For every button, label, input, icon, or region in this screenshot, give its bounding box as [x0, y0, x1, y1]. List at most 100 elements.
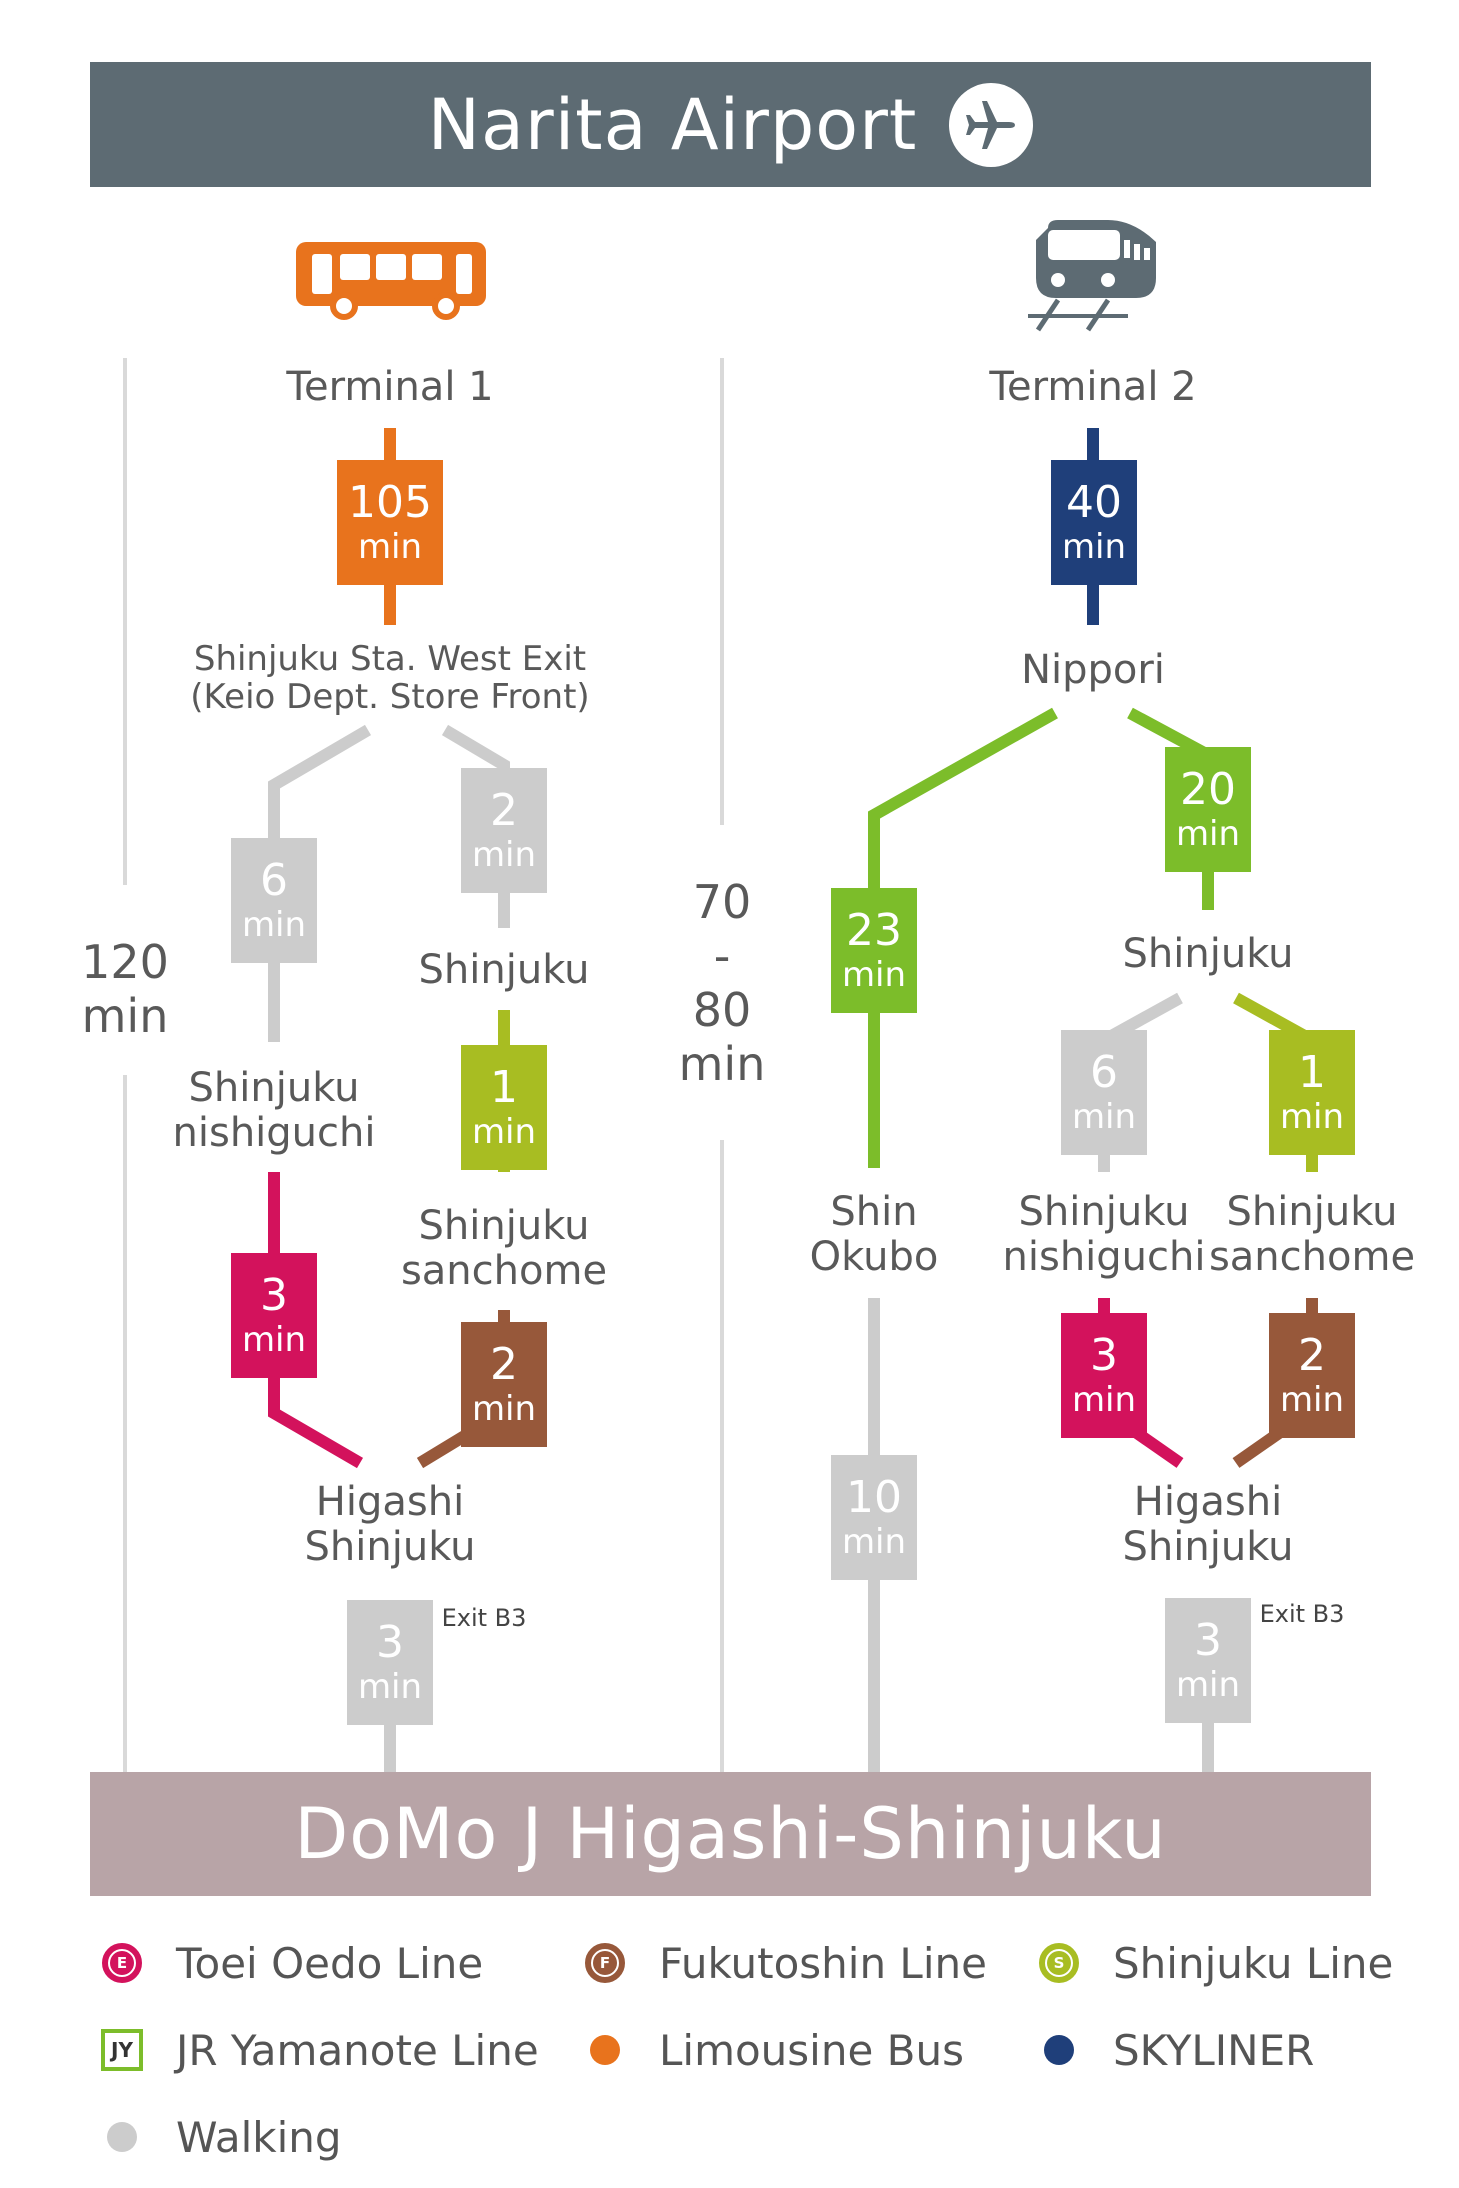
label-line: sanchome — [1208, 1234, 1416, 1280]
total-line: 70 — [692, 875, 752, 929]
label-higashi-shinjuku-train: Higashi Shinjuku — [1123, 1480, 1294, 1570]
leg-shinjuku-line-1: 1 min — [461, 1045, 547, 1170]
total-line: - — [713, 929, 731, 983]
legend-item-oedo: E Toei Oedo Line — [96, 1933, 483, 1993]
label-line: Shinjuku — [1226, 1189, 1398, 1235]
leg-skyliner-40: 40 min — [1051, 460, 1137, 585]
destination-title: DoMo J Higashi-Shinjuku — [294, 1793, 1167, 1875]
label-line: Shinjuku — [418, 1203, 590, 1249]
page-title: Narita Airport — [427, 83, 918, 166]
label-shinjuku-nishiguchi: Shinjuku nishiguchi — [173, 1066, 376, 1156]
label-line: Okubo — [809, 1234, 939, 1280]
leg-unit: min — [1071, 1096, 1137, 1137]
leg-num: 105 — [348, 476, 432, 528]
leg-unit: min — [841, 954, 907, 995]
leg-num: 2 — [490, 784, 518, 836]
label-line: Shinjuku — [1018, 1189, 1190, 1235]
label-line: nishiguchi — [1002, 1234, 1206, 1280]
legend-label: Limousine Bus — [659, 2025, 964, 2075]
legend-item-walking: Walking — [96, 2107, 342, 2167]
label-shinjuku-nishiguchi-train: Shinjuku nishiguchi — [1003, 1190, 1206, 1280]
fukutoshin-badge-letter: F — [593, 1951, 617, 1975]
skyliner-dot-icon — [1033, 2024, 1085, 2076]
oedo-line-icon: E — [96, 1937, 148, 1989]
leg-final-walk-3-train: 3 min — [1165, 1598, 1251, 1723]
leg-fukutoshin-2: 2 min — [461, 1322, 547, 1447]
leg-num: 1 — [1298, 1046, 1326, 1098]
limousine-bus-dot-icon — [579, 2024, 631, 2076]
label-line: Shinjuku — [304, 1524, 476, 1570]
walking-dot-icon — [96, 2111, 148, 2163]
leg-oedo-3-train: 3 min — [1061, 1313, 1147, 1438]
leg-num: 3 — [1090, 1329, 1118, 1381]
legend-item-shinjuku-line: S Shinjuku Line — [1033, 1933, 1393, 1993]
oedo-badge-letter: E — [110, 1951, 134, 1975]
leg-fukutoshin-2-train: 2 min — [1269, 1313, 1355, 1438]
bus-icon — [296, 242, 486, 320]
oedo-line-bus — [268, 1172, 364, 1469]
shinjuku-line-icon: S — [1033, 1937, 1085, 1989]
leg-num: 3 — [376, 1616, 404, 1668]
label-shinjuku-sanchome: Shinjuku sanchome — [401, 1204, 607, 1294]
shinjuku-badge-letter: S — [1047, 1951, 1071, 1975]
leg-num: 23 — [846, 904, 902, 956]
label-shinjuku: Shinjuku — [418, 947, 590, 993]
leg-unit: min — [471, 1111, 537, 1152]
destination-bar: DoMo J Higashi-Shinjuku — [90, 1772, 1371, 1896]
leg-num: 6 — [260, 854, 288, 906]
legend-item-yamanote: JY JR Yamanote Line — [96, 2020, 539, 2080]
leg-unit: min — [357, 1666, 423, 1707]
leg-final-walk-3: 3 min — [347, 1600, 433, 1725]
total-time-bus: 120 min — [81, 935, 169, 1043]
leg-num: 3 — [260, 1269, 288, 1321]
legend-item-limousine-bus: Limousine Bus — [579, 2020, 964, 2080]
total-line: 80 — [692, 983, 752, 1037]
legend-label: Fukutoshin Line — [659, 1938, 987, 1988]
leg-num: 40 — [1066, 476, 1122, 528]
label-line: Shin — [830, 1189, 918, 1235]
leg-unit: min — [1071, 1379, 1137, 1420]
label-line: (Keio Dept. Store Front) — [190, 677, 590, 717]
train-icon — [1028, 220, 1156, 332]
leg-walk-2: 2 min — [461, 768, 547, 893]
leg-unit: min — [357, 526, 423, 567]
yamanote-line-left — [868, 707, 1058, 1168]
label-nippori: Nippori — [1021, 647, 1165, 693]
leg-num: 3 — [1194, 1614, 1222, 1666]
label-exit-b3-train: Exit B3 — [1259, 1600, 1345, 1628]
leg-num: 1 — [490, 1061, 518, 1113]
label-line: Higashi — [315, 1479, 465, 1525]
leg-yamanote-20: 20 min — [1165, 747, 1251, 872]
legend-label: Toei Oedo Line — [176, 1938, 484, 1988]
leg-unit: min — [1175, 813, 1241, 854]
leg-unit: min — [1175, 1664, 1241, 1705]
label-shinjuku-sanchome-train: Shinjuku sanchome — [1209, 1190, 1415, 1280]
total-time-train: 70 - 80 min — [679, 875, 766, 1091]
legend-item-skyliner: SKYLINER — [1033, 2020, 1314, 2080]
leg-shinjuku-line-1-train: 1 min — [1269, 1030, 1355, 1155]
leg-unit: min — [1279, 1096, 1345, 1137]
leg-num: 2 — [490, 1338, 518, 1390]
leg-unit: min — [1279, 1379, 1345, 1420]
label-line: Shinjuku — [1122, 1524, 1294, 1570]
header-bar: Narita Airport — [90, 62, 1371, 187]
label-line: nishiguchi — [172, 1110, 376, 1156]
leg-num: 6 — [1090, 1046, 1118, 1098]
label-shin-okubo: Shin Okubo — [810, 1190, 939, 1280]
legend-label: Shinjuku Line — [1113, 1938, 1394, 1988]
total-line: 120 — [81, 935, 169, 989]
leg-unit: min — [241, 1319, 307, 1360]
leg-num: 20 — [1180, 763, 1236, 815]
legend-label: Walking — [176, 2112, 342, 2162]
label-exit-b3: Exit B3 — [441, 1604, 527, 1632]
leg-num: 10 — [846, 1471, 902, 1523]
legend-label: SKYLINER — [1113, 2025, 1315, 2075]
total-line: min — [678, 1037, 766, 1091]
leg-unit: min — [1061, 526, 1127, 567]
leg-yamanote-23: 23 min — [831, 888, 917, 1013]
leg-bus-105: 105 min — [337, 460, 443, 585]
leg-unit: min — [841, 1521, 907, 1562]
yamanote-badge-letter: JY — [101, 2029, 143, 2071]
total-line: min — [81, 989, 169, 1043]
leg-walk-6-train: 6 min — [1061, 1030, 1147, 1155]
